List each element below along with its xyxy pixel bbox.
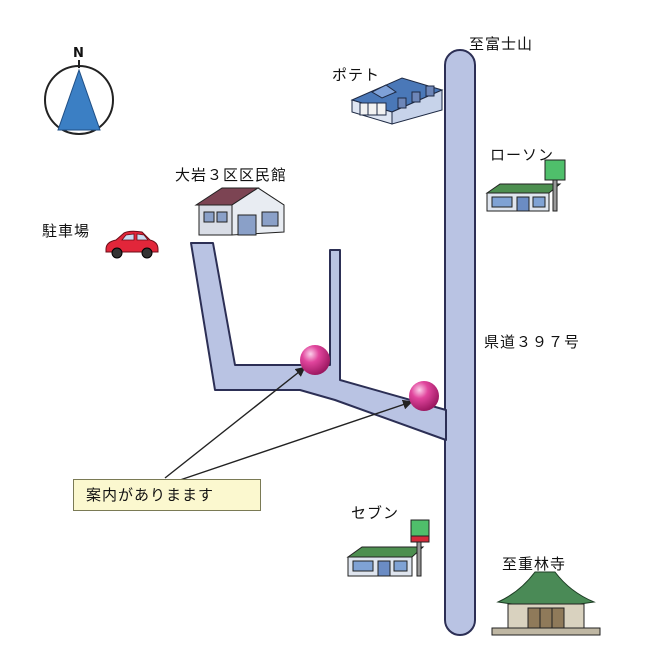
label-parking: 駐車場 (42, 222, 91, 240)
roads (190, 49, 476, 636)
arrow-icon (164, 366, 306, 479)
label-potete: ポテト (332, 66, 381, 84)
compass-north-label: N (73, 46, 85, 61)
arrow-icon (179, 399, 413, 481)
temple-icon (491, 571, 601, 636)
label-temple-direction: 至重林寺 (502, 555, 567, 573)
guide-callout: 案内がありまます (73, 479, 261, 511)
connecting-road (190, 242, 447, 441)
label-lawson: ローソン (490, 146, 555, 164)
compass-icon (44, 60, 114, 135)
label-community-hall: 大岩３区区民館 (175, 166, 288, 184)
label-mt-fuji-direction: 至富士山 (469, 35, 534, 53)
guide-marker-icon (409, 381, 439, 411)
store-building-icon (350, 77, 444, 125)
guide-arrows (164, 366, 413, 481)
community-hall-icon (194, 187, 285, 236)
lawson-store-icon (485, 159, 566, 212)
label-seven: セブン (351, 504, 400, 522)
label-prefectural-road: 県道３９７号 (484, 333, 581, 351)
car-icon (105, 230, 159, 259)
guide-marker-icon (300, 345, 330, 375)
convenience-store-icon (346, 519, 430, 577)
prefectural-road (444, 49, 476, 636)
